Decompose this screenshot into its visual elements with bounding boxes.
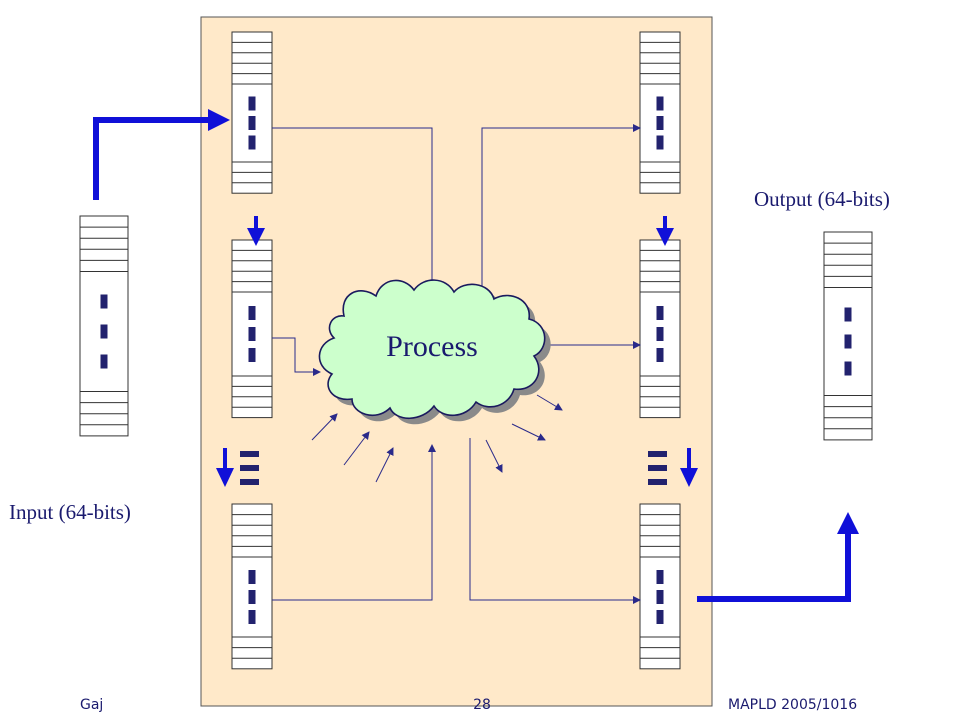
side-output-arrow-2: [511, 423, 546, 441]
register-left-top-dash: [248, 96, 256, 111]
input-label: Input (64-bits): [9, 500, 131, 524]
register-left-top-dash: [248, 116, 256, 130]
register-left-mid: [231, 239, 273, 419]
cloud-body: [318, 279, 546, 420]
input-feed-arrow-head: [208, 109, 230, 131]
gap-marker-left-3: [240, 479, 259, 485]
register-right-top-dash: [656, 96, 664, 111]
process-cloud: Process: [318, 279, 551, 425]
input-register-dash: [100, 294, 108, 309]
process-label: Process: [386, 330, 478, 363]
input-feed-arrow: [93, 117, 210, 200]
register-group: [79, 31, 873, 670]
connector-right-bottom: [469, 438, 641, 604]
register-right-top: [639, 31, 681, 194]
register-right-top-dash: [656, 135, 664, 150]
output-feed-arrow: [697, 532, 851, 602]
output-register-dash: [844, 361, 852, 376]
register-left-bottom-dash: [248, 610, 256, 624]
footer-author: Gaj: [80, 697, 103, 713]
register-right-bottom-dash: [656, 610, 664, 624]
connector-lines: [272, 124, 641, 604]
input-register: [79, 215, 129, 437]
shift-arrow-left-top-head: [247, 228, 265, 246]
connector-left-top: [272, 127, 436, 301]
output-feed-arrow-head: [837, 512, 859, 534]
register-right-mid: [639, 239, 681, 419]
register-left-top-dash: [248, 135, 256, 150]
key-input-arrow-1: [311, 413, 338, 441]
side-output-arrow-3: [485, 439, 503, 473]
key-input-arrow-3: [375, 447, 394, 483]
register-left-mid-dash: [248, 306, 256, 320]
input-register-dash: [100, 324, 108, 339]
register-right-top-dash: [656, 116, 664, 130]
gap-marker-left-1: [240, 451, 259, 457]
input-register-dash: [100, 354, 108, 369]
register-right-bottom-dash: [656, 590, 664, 604]
register-left-mid-dash: [248, 348, 256, 362]
output-label: Output (64-bits): [754, 187, 890, 211]
register-right-mid-dash: [656, 327, 664, 341]
connector-right-top: [481, 124, 641, 294]
gap-markers: [240, 451, 667, 485]
gap-marker-right-3: [648, 479, 667, 485]
register-left-bottom-dash: [248, 570, 256, 584]
shift-arrow-right-top-head: [656, 228, 674, 246]
connector-left-mid: [272, 337, 321, 376]
register-right-mid-dash: [656, 348, 664, 362]
register-right-bottom: [639, 503, 681, 670]
output-register-dash: [844, 307, 852, 322]
side-output-arrow-1: [536, 394, 563, 411]
gap-marker-left-2: [240, 465, 259, 471]
shift-arrow-left-bottom-head: [216, 468, 234, 487]
connector-left-bottom: [272, 444, 436, 601]
gap-marker-right-1: [648, 451, 667, 457]
output-register-dash: [844, 334, 852, 349]
footer-page-number: 28: [473, 697, 491, 713]
register-right-mid-dash: [656, 306, 664, 320]
register-left-top: [231, 31, 273, 194]
shift-arrow-right-bottom-head: [680, 468, 698, 487]
register-left-bottom-dash: [248, 590, 256, 604]
thick-arrows: [93, 109, 859, 602]
output-register: [823, 231, 873, 441]
register-left-bottom: [231, 503, 273, 670]
key-input-arrow-2: [343, 431, 370, 466]
register-left-mid-dash: [248, 327, 256, 341]
register-right-bottom-dash: [656, 570, 664, 584]
footer-conference: MAPLD 2005/1016: [728, 697, 857, 713]
gap-marker-right-2: [648, 465, 667, 471]
